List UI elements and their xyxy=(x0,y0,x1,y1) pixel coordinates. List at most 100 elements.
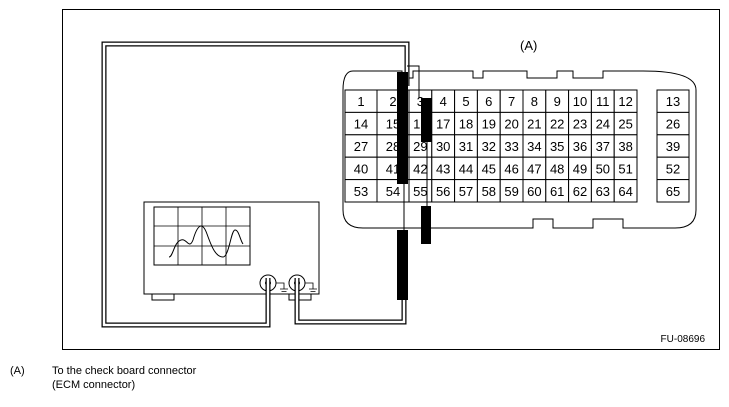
connector-pin: 11 xyxy=(590,89,615,113)
pin-number: 23 xyxy=(573,117,587,132)
legend-key: (A) xyxy=(10,365,25,377)
connector-pin: 45 xyxy=(476,156,501,181)
pin-number: 52 xyxy=(666,161,680,176)
probe-upper-right xyxy=(421,98,432,142)
pin-number: 19 xyxy=(482,117,496,132)
connector-pin: 50 xyxy=(590,156,615,181)
connector-pin: 61 xyxy=(545,179,570,203)
pin-number: 54 xyxy=(386,184,400,199)
probe-lower-right xyxy=(421,206,431,244)
connector-pin: 54 xyxy=(376,179,410,203)
legend-line-2: (ECM connector) xyxy=(52,379,136,391)
connector-pin: 22 xyxy=(545,111,570,136)
connector-pin: 7 xyxy=(499,89,524,113)
pin-number: 46 xyxy=(504,161,518,176)
pin-number: 4 xyxy=(440,94,447,109)
pin-number: 9 xyxy=(554,94,561,109)
connector-pin: 37 xyxy=(590,134,615,158)
connector-pin: 49 xyxy=(568,156,592,181)
pin-number: 29 xyxy=(413,139,427,154)
connector-pin: 47 xyxy=(522,156,547,181)
pin-number: 62 xyxy=(573,184,587,199)
connector-pin: 8 xyxy=(522,89,547,113)
pin-number: 36 xyxy=(573,139,587,154)
pin-number: 27 xyxy=(354,139,368,154)
connector-pin: 1 xyxy=(344,89,378,113)
pin-number: 1 xyxy=(357,94,364,109)
pin-number: 13 xyxy=(666,94,680,109)
connector-pin: 31 xyxy=(454,134,478,158)
oscilloscope xyxy=(143,201,320,301)
pin-number: 55 xyxy=(413,184,427,199)
connector-pin: 48 xyxy=(545,156,570,181)
pin-number: 5 xyxy=(462,94,469,109)
pin-number: 60 xyxy=(527,184,541,199)
pin-number: 63 xyxy=(596,184,610,199)
connector-side-pin: 26 xyxy=(656,111,690,136)
pin-number: 49 xyxy=(573,161,587,176)
pin-number: 34 xyxy=(527,139,541,154)
pin-number: 41 xyxy=(386,161,400,176)
connector-pin: 14 xyxy=(344,111,378,136)
connector-pin: 60 xyxy=(522,179,547,203)
pin-number: 12 xyxy=(618,94,632,109)
connector-pin: 58 xyxy=(476,179,501,203)
connector-pin: 19 xyxy=(476,111,501,136)
pin-number: 30 xyxy=(436,139,450,154)
connector-pin: 20 xyxy=(499,111,524,136)
probe-cables xyxy=(101,41,428,328)
connector-pin: 36 xyxy=(568,134,592,158)
pin-number: 21 xyxy=(527,117,541,132)
pin-number: 24 xyxy=(596,117,610,132)
pin-number: 45 xyxy=(482,161,496,176)
connector-pin: 56 xyxy=(431,179,456,203)
connector-side-pin: 13 xyxy=(656,89,690,113)
connector-side-pin: 39 xyxy=(656,134,690,158)
pin-number: 37 xyxy=(596,139,610,154)
connector-pin: 25 xyxy=(613,111,638,136)
pin-number: 48 xyxy=(550,161,564,176)
connector-pin: 32 xyxy=(476,134,501,158)
pin-number: 43 xyxy=(436,161,450,176)
waveform xyxy=(168,225,244,258)
oscilloscope-foot-left xyxy=(151,293,175,301)
connector-pin: 55 xyxy=(408,179,433,203)
connector-pin: 51 xyxy=(613,156,638,181)
pin-number: 8 xyxy=(531,94,538,109)
pin-number: 17 xyxy=(436,117,450,132)
pin-number: 33 xyxy=(504,139,518,154)
connector-pin: 21 xyxy=(522,111,547,136)
probe-lower-left xyxy=(397,230,408,300)
connector-pin: 46 xyxy=(499,156,524,181)
pin-number: 57 xyxy=(459,184,473,199)
connector-pin: 42 xyxy=(408,156,433,181)
connector-side-pin: 52 xyxy=(656,156,690,181)
figure-label: (A) xyxy=(520,38,537,53)
pin-number: 2 xyxy=(389,94,396,109)
connector-pin: 4 xyxy=(431,89,456,113)
connector-pin: 62 xyxy=(568,179,592,203)
pin-number: 11 xyxy=(596,94,610,109)
pin-number: 28 xyxy=(386,139,400,154)
pin-number: 53 xyxy=(354,184,368,199)
pin-number: 39 xyxy=(666,139,680,154)
pin-number: 14 xyxy=(354,117,368,132)
pin-number: 65 xyxy=(666,184,680,199)
connector-pin: 5 xyxy=(454,89,478,113)
pin-number: 22 xyxy=(550,117,564,132)
legend-line-1: To the check board connector xyxy=(52,365,197,377)
connector-side-pin: 65 xyxy=(656,179,690,203)
connector-pin: 17 xyxy=(431,111,456,136)
pin-number: 58 xyxy=(482,184,496,199)
pin-number: 6 xyxy=(485,94,492,109)
connector-pin: 64 xyxy=(613,179,638,203)
connector-pin: 9 xyxy=(545,89,570,113)
connector-pin: 10 xyxy=(568,89,592,113)
connector-pin: 43 xyxy=(431,156,456,181)
pin-number: 38 xyxy=(618,139,632,154)
pin-number: 64 xyxy=(618,184,632,199)
pin-number: 26 xyxy=(666,117,680,132)
